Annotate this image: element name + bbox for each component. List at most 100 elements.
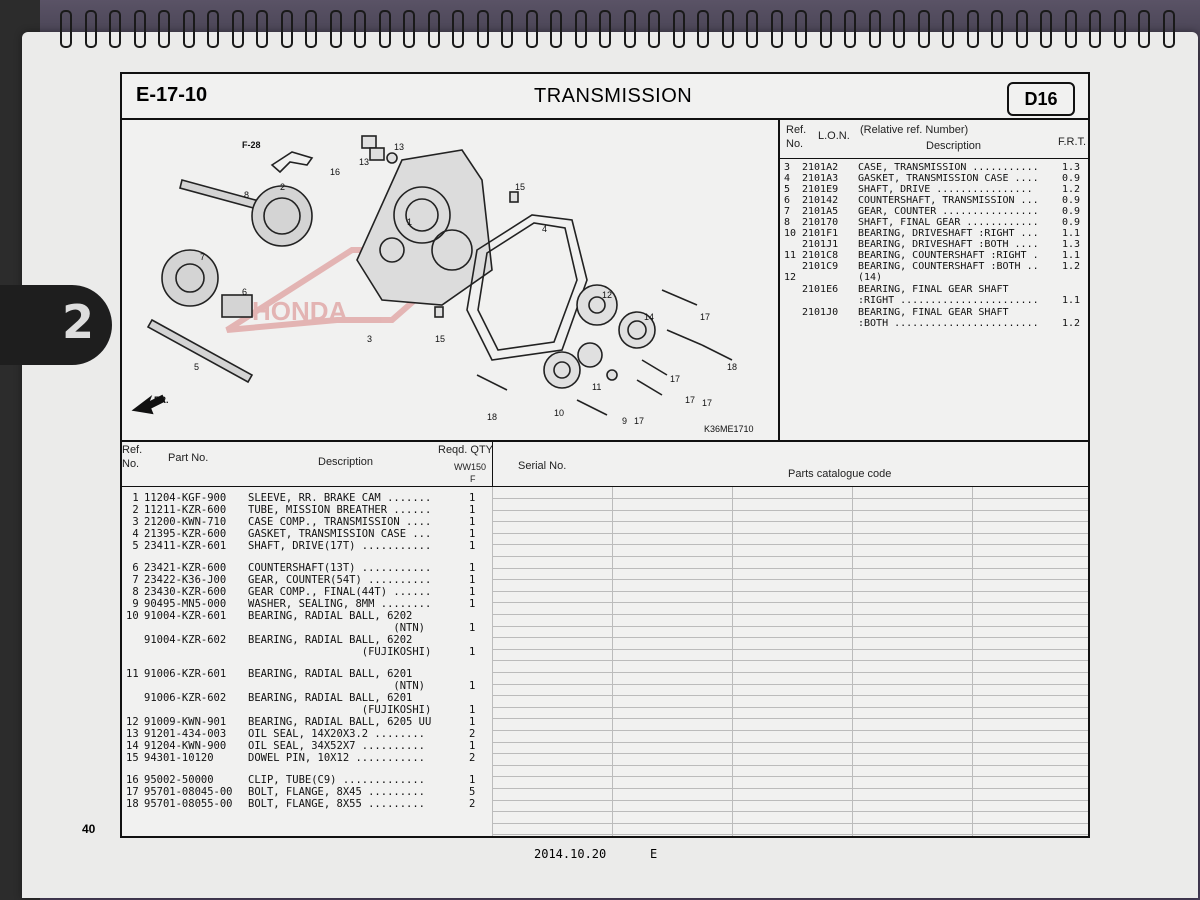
parts-header-rule bbox=[122, 486, 1088, 487]
frt-lon: 2101E9 bbox=[802, 184, 839, 195]
frt-value: 1.1 bbox=[1062, 250, 1081, 261]
frt-value: 1.1 bbox=[1062, 228, 1081, 239]
part-description: SLEEVE, RR. BRAKE CAM ....... bbox=[248, 492, 432, 504]
part-ref: 12 bbox=[126, 716, 139, 728]
part-description: BEARING, RADIAL BALL, 6201 bbox=[248, 692, 413, 704]
callout-label: 7 bbox=[200, 252, 205, 262]
binding-ring bbox=[1089, 10, 1101, 48]
part-qty: 1 bbox=[469, 516, 476, 528]
part-qty: 5 bbox=[469, 786, 476, 798]
part-description: OIL SEAL, 34X52X7 .......... bbox=[248, 740, 426, 752]
part-qty: 1 bbox=[469, 504, 476, 516]
part-number: 23422-K36-J00 bbox=[144, 574, 227, 586]
binding-ring bbox=[942, 10, 954, 48]
grid-line bbox=[492, 590, 1088, 592]
part-description: BOLT, FLANGE, 8X55 ......... bbox=[248, 798, 426, 810]
frt-lon: 2101F1 bbox=[802, 228, 839, 239]
binding-ring bbox=[966, 10, 979, 48]
frt-description: BEARING, COUNTERSHAFT :RIGHT . bbox=[858, 250, 1039, 261]
part-number: 94301-10120 bbox=[144, 752, 214, 764]
grid-line bbox=[492, 741, 1088, 743]
part-description: TUBE, MISSION BREATHER ...... bbox=[248, 504, 432, 516]
section-tab[interactable]: 2 bbox=[0, 285, 112, 365]
part-ref: 3 bbox=[126, 516, 139, 528]
grid-line bbox=[492, 753, 1088, 755]
grid-line bbox=[972, 487, 973, 836]
part-description: OIL SEAL, 14X20X3.2 ........ bbox=[248, 728, 426, 740]
binding-ring bbox=[1138, 10, 1150, 48]
grid-line bbox=[492, 811, 1088, 813]
grid-line bbox=[492, 509, 1088, 511]
grid-line bbox=[492, 648, 1088, 650]
parts-header-qty: Reqd. QTY bbox=[438, 444, 494, 456]
frt-description: CASE, TRANSMISSION ........... bbox=[858, 162, 1039, 173]
part-description: CLIP, TUBE(C9) ............. bbox=[248, 774, 426, 786]
sleeves bbox=[361, 135, 398, 164]
binding-ring bbox=[550, 10, 562, 48]
callout-label: 8 bbox=[244, 190, 249, 200]
countershaft bbox=[221, 294, 253, 318]
grid-line bbox=[492, 672, 1088, 673]
binding-ring bbox=[109, 10, 121, 48]
part-qty: 2 bbox=[469, 728, 476, 740]
binding-ring bbox=[329, 10, 342, 48]
frt-description: COUNTERSHAFT, TRANSMISSION ... bbox=[858, 195, 1039, 206]
fig-ref-label: F-28 bbox=[242, 140, 261, 150]
part-qty: 1 bbox=[469, 598, 476, 610]
callout-label: 17 bbox=[634, 416, 644, 426]
grid-line bbox=[492, 556, 1088, 557]
parts-header-description: Description bbox=[318, 456, 374, 468]
binding-ring bbox=[991, 10, 1003, 48]
part-description: (FUJIKOSHI) bbox=[248, 646, 432, 658]
parts-frame: E-17-10 TRANSMISSION D16 HONDA bbox=[120, 72, 1090, 838]
bolts bbox=[476, 289, 733, 416]
callout-label: 1 bbox=[407, 217, 412, 227]
frt-description: BEARING, COUNTERSHAFT :BOTH .. bbox=[858, 261, 1039, 272]
part-description: BOLT, FLANGE, 8X45 ......... bbox=[248, 786, 426, 798]
frt-description: BEARING, DRIVESHAFT :BOTH .... bbox=[858, 239, 1039, 250]
grid-line bbox=[492, 579, 1088, 581]
grid-line bbox=[492, 498, 1088, 499]
binding-ring bbox=[746, 10, 758, 48]
part-description: COUNTERSHAFT(13T) ........... bbox=[248, 562, 432, 574]
callout-label: 14 bbox=[644, 312, 654, 322]
frt-ref: 11 bbox=[784, 250, 797, 261]
grid-line bbox=[492, 637, 1088, 639]
binding-ring bbox=[795, 10, 807, 48]
part-ref: 5 bbox=[126, 540, 139, 552]
part-number: 95002-50000 bbox=[144, 774, 214, 786]
callout-label: 15 bbox=[515, 182, 525, 192]
callout-label: 3 bbox=[367, 334, 372, 344]
part-description: GEAR COMP., FINAL(44T) ...... bbox=[248, 586, 432, 598]
frt-lon: 2101J0 bbox=[802, 307, 839, 318]
grid-line bbox=[492, 788, 1088, 789]
binding-ring bbox=[84, 10, 97, 48]
frt-value: 1.2 bbox=[1062, 318, 1081, 329]
grid-line bbox=[852, 487, 853, 836]
binding-ring bbox=[452, 10, 464, 48]
grid-line bbox=[492, 602, 1088, 604]
binding-ring bbox=[893, 10, 905, 48]
part-number: 21200-KWN-710 bbox=[144, 516, 227, 528]
part-description: GASKET, TRANSMISSION CASE ... bbox=[248, 528, 432, 540]
grid-line bbox=[492, 776, 1088, 778]
honda-logo-text: HONDA bbox=[252, 296, 348, 326]
final-gear-shaft bbox=[179, 179, 313, 247]
part-number: 23430-KZR-600 bbox=[144, 586, 227, 598]
part-qty: 1 bbox=[469, 774, 476, 786]
grid-line bbox=[492, 695, 1088, 697]
parts-list: Ref. No. Part No. Description Reqd. QTY … bbox=[122, 442, 1088, 836]
binding-ring bbox=[182, 10, 195, 48]
callout-label: 9 bbox=[622, 416, 627, 426]
frt-lon: 210170 bbox=[802, 217, 839, 228]
frt-lon: 2101E6 bbox=[802, 284, 839, 295]
part-description: BEARING, RADIAL BALL, 6202 bbox=[248, 634, 413, 646]
frt-lon: 210142 bbox=[802, 195, 839, 206]
bearings bbox=[543, 284, 656, 389]
part-description: WASHER, SEALING, 8MM ........ bbox=[248, 598, 432, 610]
breather-tube bbox=[270, 151, 314, 174]
part-number: 91009-KWN-901 bbox=[144, 716, 227, 728]
frt-ref: 4 bbox=[784, 173, 791, 184]
binding-ring bbox=[770, 10, 783, 48]
grid-line bbox=[492, 614, 1088, 615]
